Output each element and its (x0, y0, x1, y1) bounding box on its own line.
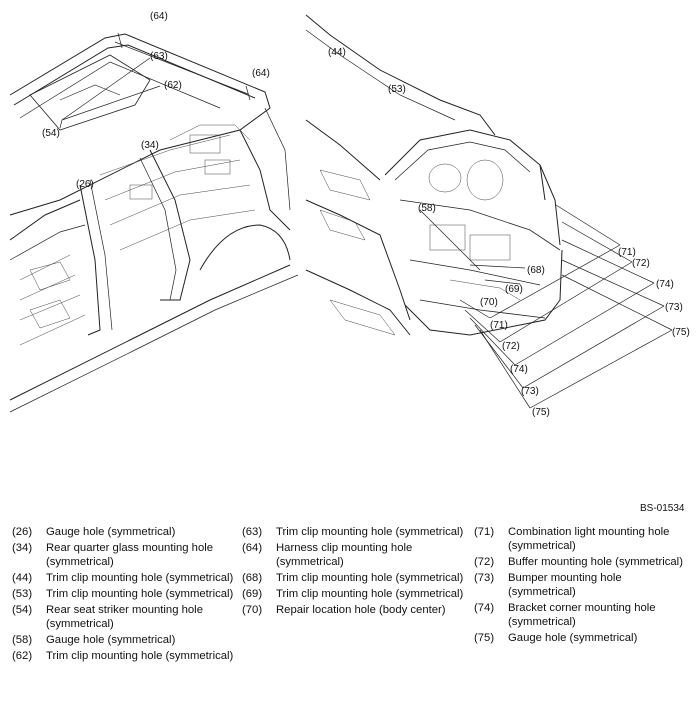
legend-item: (74) Bracket corner mounting hole (symmet… (474, 601, 692, 629)
legend-column-1: (26) Gauge hole (symmetrical) (34) Rear qu… (12, 525, 234, 665)
left-view-callouts: (64) (63) (62) (64) (54) (34) (26) (42, 11, 270, 190)
callout-70: (70) (480, 297, 498, 308)
callout-58: (58) (418, 203, 436, 214)
legend-num: (53) (12, 588, 33, 600)
legend-item: (72) Buffer mounting hole (symmetrical) (474, 555, 692, 569)
callout-44: (44) (328, 47, 346, 58)
legend-num: (34) (12, 542, 33, 554)
callout-34: (34) (141, 140, 159, 151)
legend-item: (44) Trim clip mounting hole (symmetrical… (12, 571, 234, 585)
callout-62: (62) (164, 80, 182, 91)
callout-71-bottom: (71) (490, 320, 508, 331)
legend-desc: Rear quarter glass mounting hole (symmet… (46, 542, 214, 568)
legend-desc: Trim clip mounting hole (symmetrical) (46, 572, 234, 584)
callout-71-right: (71) (618, 247, 636, 258)
callout-64-top: (64) (150, 11, 168, 22)
legend-desc: Combination light mounting hole (symmetr… (508, 526, 670, 552)
legend-num: (64) (242, 542, 263, 554)
legend-desc: Bracket corner mounting hole (symmetrica… (508, 602, 656, 628)
legend-item: (58) Gauge hole (symmetrical) (12, 633, 234, 647)
legend-item: (71) Combination light mounting hole (sym… (474, 525, 692, 553)
legend-desc: Repair location hole (body center) (276, 604, 446, 616)
legend-column-3: (71) Combination light mounting hole (sym… (474, 525, 692, 647)
legend-item: (53) Trim clip mounting hole (symmetrical… (12, 587, 234, 601)
legend-desc: Trim clip mounting hole (symmetrical) (46, 588, 234, 600)
legend-num: (74) (474, 602, 495, 614)
legend-num: (58) (12, 634, 33, 646)
legend-item: (64) Harness clip mounting hole (symmetri… (242, 541, 464, 569)
legend-item: (34) Rear quarter glass mounting hole (sy… (12, 541, 234, 569)
legend-item: (26) Gauge hole (symmetrical) (12, 525, 234, 539)
callout-53: (53) (388, 84, 406, 95)
legend-desc: Rear seat striker mounting hole (symmetr… (46, 604, 203, 630)
callout-26: (26) (76, 179, 94, 190)
callout-72-bottom: (72) (502, 341, 520, 352)
left-body-view (9, 32, 299, 413)
callout-68: (68) (527, 265, 545, 276)
legend-num: (54) (12, 604, 33, 616)
legend-item: (75) Gauge hole (symmetrical) (474, 631, 692, 645)
legend-desc: Trim clip mounting hole (symmetrical) (276, 588, 464, 600)
legend-desc: Trim clip mounting hole (symmetrical) (276, 572, 464, 584)
reference-code: BS-01534 (640, 503, 685, 514)
legend-num: (73) (474, 572, 495, 584)
body-dimension-diagram: (64) (63) (62) (64) (54) (34) (26) (9, 11, 690, 418)
legend-desc: Trim clip mounting hole (symmetrical) (46, 650, 234, 662)
legend-num: (70) (242, 604, 263, 616)
legend-num: (62) (12, 650, 33, 662)
callout-72-right: (72) (632, 258, 650, 269)
legend-item: (63) Trim clip mounting hole (symmetrical… (242, 525, 464, 539)
callout-73-right: (73) (665, 302, 683, 313)
legend-desc: Gauge hole (symmetrical) (46, 634, 176, 646)
legend-item: (54) Rear seat striker mounting hole (sym… (12, 603, 234, 631)
legend-desc: Gauge hole (symmetrical) (508, 632, 638, 644)
legend-item: (73) Bumper mounting hole (symmetrical) (474, 571, 692, 599)
callout-69: (69) (505, 284, 523, 295)
legend-num: (63) (242, 526, 263, 538)
legend-column-2: (63) Trim clip mounting hole (symmetrical… (242, 525, 464, 619)
callout-74-right: (74) (656, 279, 674, 290)
legend-item: (69) Trim clip mounting hole (symmetrical… (242, 587, 464, 601)
callout-63: (63) (150, 51, 168, 62)
legend-item: (68) Trim clip mounting hole (symmetrical… (242, 571, 464, 585)
callout-74-bottom: (74) (510, 364, 528, 375)
legend-num: (72) (474, 556, 495, 568)
callout-54: (54) (42, 128, 60, 139)
legend-desc: Buffer mounting hole (symmetrical) (508, 556, 683, 568)
legend-num: (26) (12, 526, 33, 538)
legend-num: (75) (474, 632, 495, 644)
legend-desc: Harness clip mounting hole (symmetrical) (276, 542, 413, 568)
right-body-view (305, 14, 673, 409)
legend-desc: Bumper mounting hole (symmetrical) (508, 572, 622, 598)
right-view-callouts: (44) (53) (58) (71) (72) (68) (74) (69) … (328, 47, 690, 418)
legend-item: (70) Repair location hole (body center) (242, 603, 464, 617)
legend-num: (69) (242, 588, 263, 600)
legend-item: (62) Trim clip mounting hole (symmetrical… (12, 649, 234, 663)
callout-64-right: (64) (252, 68, 270, 79)
legend-num: (68) (242, 572, 263, 584)
legend-desc: Trim clip mounting hole (symmetrical) (276, 526, 464, 538)
callout-73-bottom: (73) (521, 386, 539, 397)
legend-desc: Gauge hole (symmetrical) (46, 526, 176, 538)
legend-num: (71) (474, 526, 495, 538)
callout-75-right: (75) (672, 327, 690, 338)
callout-75-bottom: (75) (532, 407, 550, 418)
legend-num: (44) (12, 572, 33, 584)
